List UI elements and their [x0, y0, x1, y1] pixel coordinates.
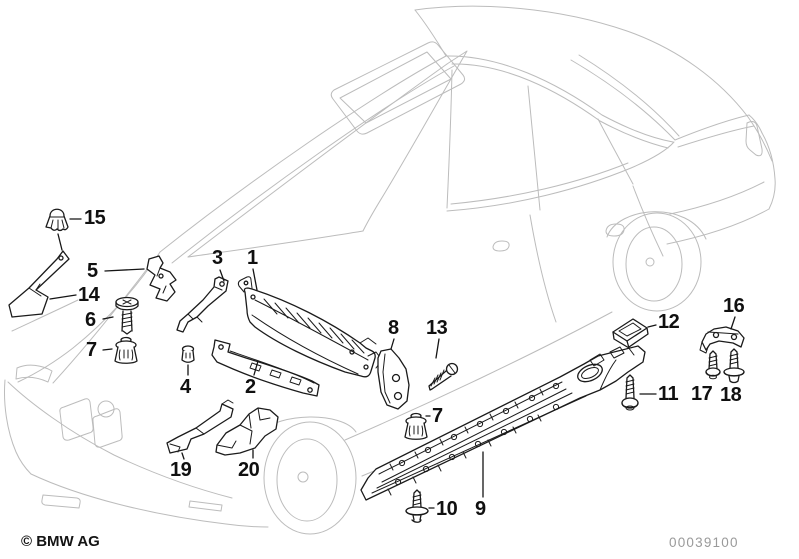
callout-8[interactable]: 8	[388, 317, 399, 339]
diagram-number: 00039100	[669, 535, 739, 550]
callout-14[interactable]: 14	[78, 284, 100, 306]
part-5-drawing[interactable]	[146, 255, 177, 302]
part-1-drawing[interactable]	[237, 276, 383, 378]
part-12-drawing[interactable]	[612, 318, 649, 349]
part-4-drawing[interactable]	[181, 345, 195, 363]
part-11-drawing[interactable]	[621, 374, 639, 411]
callout-1[interactable]: 1	[247, 247, 258, 269]
part-7-left-drawing[interactable]	[114, 336, 138, 364]
part-10-drawing[interactable]	[405, 489, 429, 523]
callout-12[interactable]: 12	[658, 311, 680, 333]
callout-15[interactable]: 15	[84, 207, 106, 229]
callout-2[interactable]: 2	[245, 376, 256, 398]
callout-leader-lines	[49, 218, 736, 509]
callout-7-right[interactable]: 7	[432, 405, 443, 427]
callout-6[interactable]: 6	[85, 309, 96, 331]
part-8-drawing[interactable]	[377, 348, 410, 410]
callout-19[interactable]: 19	[170, 459, 192, 481]
callout-5[interactable]: 5	[87, 260, 98, 282]
callout-7-left[interactable]: 7	[86, 339, 97, 361]
callout-3[interactable]: 3	[212, 247, 223, 269]
part-9-drawing[interactable]	[360, 345, 646, 501]
copyright-text: © BMW AG	[21, 533, 100, 550]
callout-17[interactable]: 17	[691, 383, 713, 405]
part-18-drawing[interactable]	[723, 348, 745, 384]
callout-4[interactable]: 4	[180, 376, 191, 398]
callout-13[interactable]: 13	[426, 317, 448, 339]
callout-11[interactable]: 11	[658, 383, 679, 405]
callout-10[interactable]: 10	[436, 498, 458, 520]
part-15-drawing[interactable]	[45, 208, 69, 232]
part-6-drawing[interactable]	[115, 296, 139, 335]
callout-16[interactable]: 16	[723, 295, 745, 317]
part-16-drawing[interactable]	[699, 326, 745, 354]
part-3-drawing[interactable]	[176, 276, 229, 333]
callout-20[interactable]: 20	[238, 459, 260, 481]
part-7-right-drawing[interactable]	[404, 412, 428, 440]
part-19-drawing[interactable]	[166, 399, 234, 454]
car-outline-drawing	[4, 5, 776, 535]
callout-18[interactable]: 18	[720, 384, 742, 406]
callout-9[interactable]: 9	[475, 498, 486, 520]
part-20-drawing[interactable]	[215, 407, 279, 456]
part-13-drawing[interactable]	[428, 362, 459, 391]
part-17-drawing[interactable]	[705, 350, 721, 380]
part-14-drawing[interactable]	[8, 250, 70, 318]
